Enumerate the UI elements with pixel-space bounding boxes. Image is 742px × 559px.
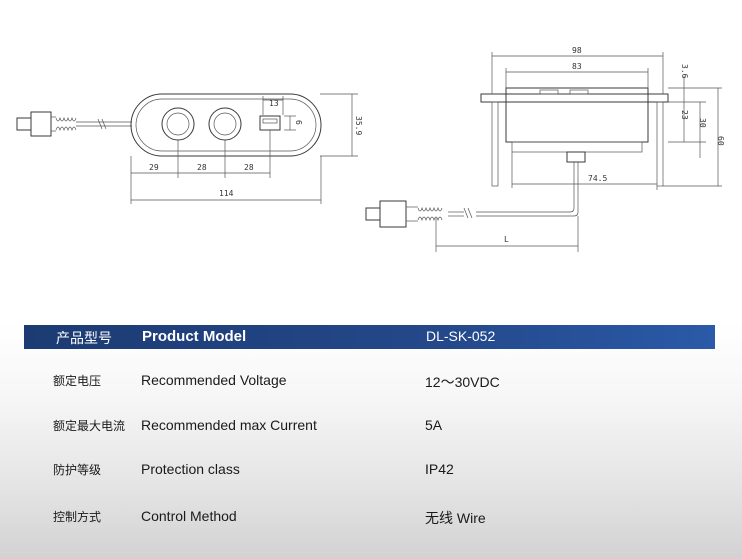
table-row: 额定最大电流 Recommended max Current 5A xyxy=(0,415,742,437)
dim-overall-width: 114 xyxy=(219,189,234,198)
row-label-en: Protection class xyxy=(141,461,240,477)
technical-drawing: 13 6 35.9 29 28 28 114 xyxy=(16,46,725,252)
side-view: 98 83 3.6 23 30 60 74.5 L xyxy=(365,46,725,252)
row-label-en: Recommended max Current xyxy=(141,417,317,433)
row-label-en: Control Method xyxy=(141,508,237,524)
dim-usb-height: 6 xyxy=(294,120,303,125)
dim-height: 35.9 xyxy=(354,116,363,135)
row-value: 无线 Wire xyxy=(425,510,486,526)
dim-inner-width: 83 xyxy=(572,62,582,71)
dim-cable-length: L xyxy=(504,235,509,244)
dim-depth-3: 60 xyxy=(716,136,725,146)
row-label-cn: 防护等级 xyxy=(53,463,102,477)
header-label-en: Product Model xyxy=(142,328,247,345)
dim-depth-2: 30 xyxy=(698,118,707,128)
table-row: 额定电压 Recommended Voltage 12～30VDC xyxy=(0,370,742,392)
table-row: 控制方式 Control Method 无线 Wire xyxy=(0,506,742,528)
front-view: 13 6 35.9 29 28 28 114 xyxy=(16,93,363,204)
dim-spacing-3: 28 xyxy=(244,163,254,172)
row-value: 5A xyxy=(425,417,443,433)
row-label-cn: 额定电压 xyxy=(53,374,102,388)
dim-top-gap: 3.6 xyxy=(680,64,689,79)
row-value: IP42 xyxy=(425,461,454,477)
table-row: 防护等级 Protection class IP42 xyxy=(0,459,742,481)
dim-total-width: 98 xyxy=(572,46,582,55)
dim-spacing-2: 28 xyxy=(197,163,207,172)
row-label-en: Recommended Voltage xyxy=(141,372,287,388)
header-value: DL-SK-052 xyxy=(426,328,496,344)
table-header: 产品型号 Product Model DL-SK-052 xyxy=(24,325,715,349)
dim-spacing-1: 29 xyxy=(149,163,159,172)
row-value: 12～30VDC xyxy=(425,374,500,390)
row-label-cn: 额定最大电流 xyxy=(53,419,126,433)
dim-usb-width: 13 xyxy=(269,99,279,108)
header-label-cn: 产品型号 xyxy=(56,331,112,347)
row-label-cn: 控制方式 xyxy=(53,510,102,524)
dim-base-width: 74.5 xyxy=(588,174,607,183)
dim-depth-1: 23 xyxy=(680,110,689,120)
table-background xyxy=(0,322,742,559)
spec-table: 产品型号 Product Model DL-SK-052 额定电压 Recomm… xyxy=(0,322,742,559)
